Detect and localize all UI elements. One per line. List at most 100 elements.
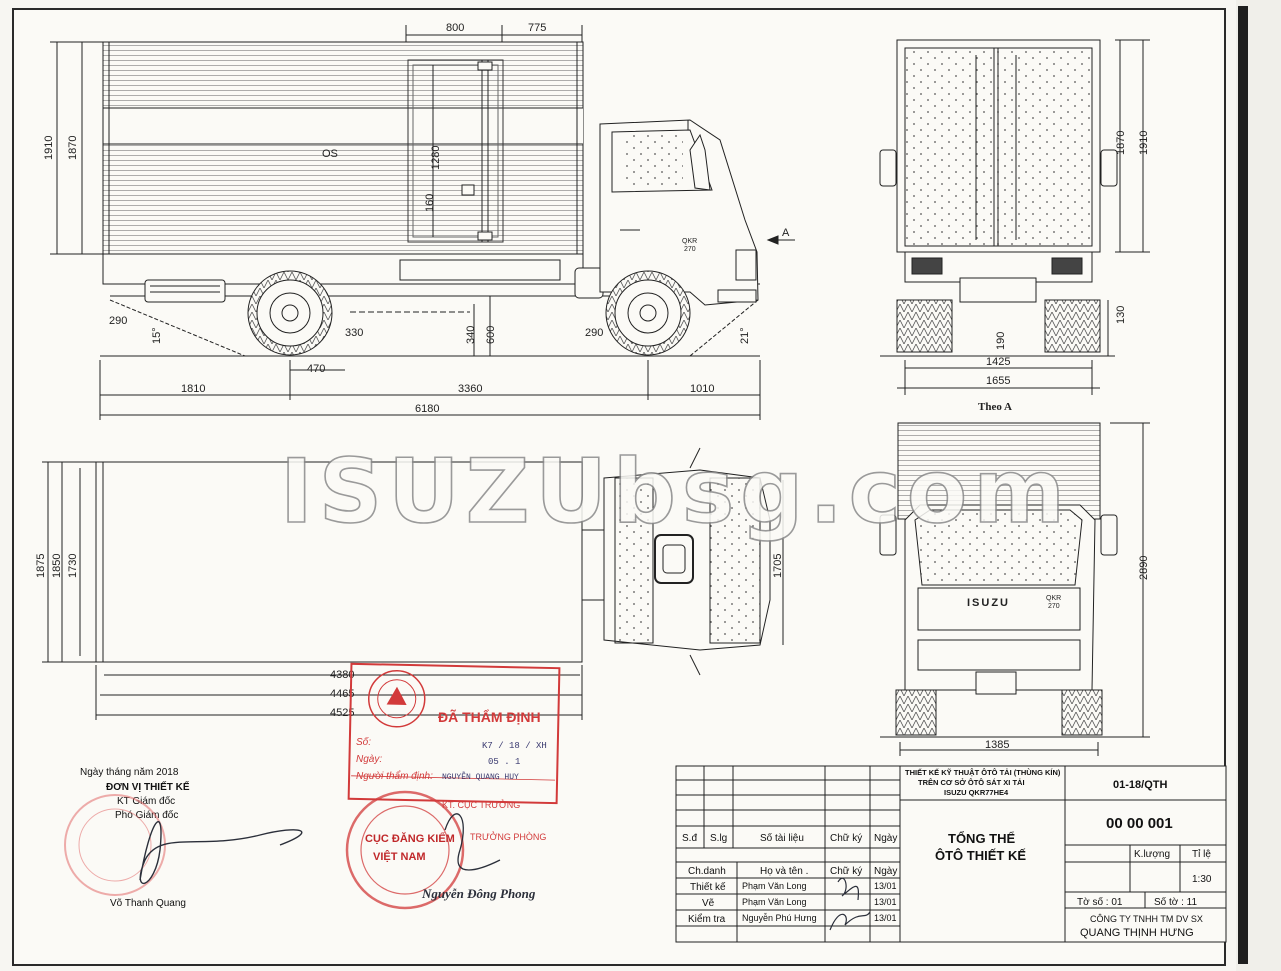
tb-r-chdanh: Ch.danh: [688, 866, 726, 877]
os-label: OS: [322, 148, 338, 160]
tb-tile: Tỉ lệ: [1192, 848, 1211, 860]
tb-klg: K.lượng: [1134, 849, 1170, 860]
side-badge-qkr: QKR: [682, 238, 697, 245]
dim-1870-side: 1870: [67, 136, 79, 160]
top-view: [42, 447, 784, 720]
dim-130: 130: [1115, 306, 1127, 324]
title-block-signatures: [829, 877, 871, 931]
dim-1910-side: 1910: [43, 136, 55, 160]
tb-h-ngay: Ngày: [874, 833, 897, 844]
seal-vn: VIỆT NAM: [373, 850, 426, 863]
theo-a-label: Theo A: [978, 401, 1012, 413]
front-view: [879, 422, 1150, 756]
stamp-nguoi-label: Người thẩm định:: [356, 770, 433, 782]
tb-design-title-3: ISUZU QKR77HE4: [944, 788, 1009, 797]
dim-190: 190: [995, 332, 1007, 350]
stamp-title: ĐÃ THẨM ĐỊNH: [438, 708, 541, 725]
sign-pho-gd: Phó Giám đốc: [115, 809, 178, 821]
dim-340: 340: [465, 326, 477, 344]
dim-4525: 4525: [330, 707, 354, 719]
dim-1810: 1810: [181, 383, 205, 395]
tb-drawing-no: 00 00 001: [1106, 815, 1173, 832]
sign-date-line: Ngày tháng năm 2018: [80, 767, 179, 778]
tb-r-chuky: Chữ ký: [830, 866, 862, 877]
stamp-ngay-value: 05 . 1: [488, 757, 520, 767]
front-wheel: [605, 270, 691, 356]
tb-to-so: Tờ số : 01: [1077, 896, 1123, 908]
rear-wheel: [247, 270, 333, 356]
dim-330: 330: [345, 327, 363, 339]
tb-r2-date: 13/01: [874, 897, 897, 907]
side-badge-270: 270: [684, 246, 696, 253]
dim-4380: 4380: [330, 669, 354, 681]
registry-seal: [345, 790, 465, 910]
seal-cuc-name: CỤC ĐĂNG KIỂM: [365, 832, 455, 845]
tb-r2-name: Phạm Văn Long: [742, 897, 807, 907]
front-badge-270: 270: [1048, 603, 1060, 610]
sign-left-name: Võ Thanh Quang: [110, 898, 186, 909]
dim-800: 800: [446, 22, 464, 34]
stamp-so-value: K7 / 18 / XH: [482, 741, 547, 751]
dim-1875: 1875: [35, 554, 47, 578]
stamp-nguoi-value: NGUYỄN QUANG HUY: [442, 772, 519, 782]
tb-main-title-1: TỔNG THỂ: [948, 831, 1015, 846]
tb-h-stl: Số tài liệu: [760, 832, 804, 844]
dim-290-rear: 290: [109, 315, 127, 327]
tb-r3-role: Kiểm tra: [688, 913, 726, 925]
front-badge-qkr: QKR: [1046, 595, 1061, 602]
dim-290-front: 290: [585, 327, 603, 339]
tb-main-title-2: ÔTÔ THIẾT KẾ: [935, 848, 1026, 863]
tb-design-title-1: THIẾT KẾ KỸ THUẬT ÔTÔ TẢI (THÙNG KÍN): [905, 767, 1061, 777]
view-a-arrow-label: A: [782, 227, 790, 239]
dim-1010: 1010: [690, 383, 714, 395]
tb-company-2: QUANG THỊNH HƯNG: [1080, 927, 1194, 939]
left-company-seal: [64, 794, 166, 896]
tb-r-ngay: Ngày: [874, 866, 897, 877]
dim-775: 775: [528, 22, 546, 34]
tb-r1-role: Thiết kế: [690, 881, 726, 893]
dim-1870-rear: 1870: [1115, 131, 1127, 155]
tb-h-ck: Chữ ký: [830, 833, 862, 844]
dim-angle-15: 15°: [151, 327, 163, 344]
dim-1910-rear: 1910: [1138, 131, 1150, 155]
dim-160: 160: [424, 194, 436, 212]
tb-scale: 1:30: [1192, 874, 1212, 885]
tb-r-hovaten: Họ và tên .: [760, 866, 808, 877]
scan-edge: [1236, 0, 1281, 971]
dim-470: 470: [307, 363, 325, 375]
dim-2890: 2890: [1138, 556, 1150, 580]
dim-600: 600: [485, 326, 497, 344]
tb-r3-name: Nguyễn Phú Hưng: [742, 913, 817, 923]
watermark: ISUZUbsg.com: [280, 440, 1071, 543]
front-brand-text: ISUZU: [967, 597, 1010, 609]
tb-company-1: CÔNG TY TNHH TM DV SX: [1090, 914, 1203, 924]
dim-1730: 1730: [67, 554, 79, 578]
tb-so-to: Số tờ : 11: [1154, 896, 1198, 908]
dim-1655: 1655: [986, 375, 1010, 387]
tb-r2-role: Vẽ: [702, 898, 715, 909]
left-signature: [139, 821, 303, 885]
dim-1425: 1425: [986, 356, 1010, 368]
tb-r3-date: 13/01: [874, 913, 897, 923]
dim-angle-21: 21°: [739, 327, 751, 344]
rear-view: [879, 39, 1150, 395]
dim-4465: 4465: [330, 688, 354, 700]
middle-signature: [444, 813, 501, 871]
approval-stamp: [347, 662, 561, 805]
tb-r1-date: 13/01: [874, 881, 897, 891]
dim-1705: 1705: [772, 554, 784, 578]
sign-right-name: Nguyễn Đông Phong: [421, 886, 536, 901]
seal-kt-cuc: KT. CỤC TRƯỞNG: [442, 799, 520, 810]
tb-h-slg: S.lg: [710, 833, 727, 844]
stamp-so-label: Số:: [356, 736, 371, 748]
title-block: [675, 765, 1227, 943]
tb-h-sd: S.đ: [682, 833, 697, 844]
side-view: [50, 25, 795, 420]
stamp-ngay-label: Ngày:: [356, 754, 382, 765]
tb-design-title-2: TRÊN CƠ SỞ ÔTÔ SÁT XI TẢI: [918, 778, 1025, 787]
seal-truong-phong: TRƯỞNG PHÒNG: [470, 831, 546, 842]
dim-1850: 1850: [51, 554, 63, 578]
dim-6180: 6180: [415, 403, 439, 415]
sign-unit: ĐƠN VỊ THIẾT KẾ: [106, 780, 190, 793]
